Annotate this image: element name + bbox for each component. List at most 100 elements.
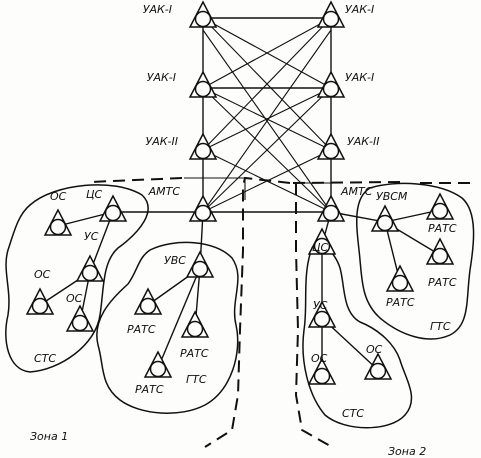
node-label-amts_l: АМТС bbox=[148, 185, 181, 198]
node-circle-icon bbox=[31, 297, 49, 315]
node-os_z1a bbox=[43, 208, 73, 236]
node-uvs_z1 bbox=[185, 250, 215, 278]
node-rats_z1b bbox=[180, 310, 210, 338]
node-label-uak2_r: УАК-ІІ bbox=[347, 135, 380, 148]
node-circle-icon bbox=[369, 362, 387, 380]
zone1-label: Зона 1 bbox=[30, 430, 68, 443]
node-uak1_top_r bbox=[316, 0, 346, 28]
node-circle-icon bbox=[431, 202, 449, 220]
link-x12 bbox=[202, 87, 332, 151]
node-circle-icon bbox=[191, 260, 209, 278]
node-uak1_mid_l bbox=[188, 70, 218, 98]
link-x8 bbox=[202, 149, 332, 213]
node-amts_r bbox=[316, 194, 346, 222]
link-x10 bbox=[202, 29, 332, 213]
node-circle-icon bbox=[313, 367, 331, 385]
node-label-os_z2b: ОС bbox=[366, 343, 383, 356]
node-us_z2 bbox=[307, 300, 337, 328]
node-label-rats_z1c: РАТС bbox=[135, 383, 164, 396]
node-labels: УАК-І УАК-І УАК-І УАК-І УАК-ІІ УАК-ІІ АМТС АМТС… bbox=[34, 3, 457, 396]
node-circle-icon bbox=[194, 142, 212, 160]
node-circle-icon bbox=[313, 310, 331, 328]
zone2-label: Зона 2 bbox=[388, 445, 426, 458]
node-label-os_z1a: ОС bbox=[50, 190, 67, 203]
node-circle-icon bbox=[194, 204, 212, 222]
sts-zone2-label: СТС bbox=[342, 407, 364, 420]
gts-zone1-label: ГТС bbox=[186, 373, 207, 386]
node-label-rats_z1b: РАТС bbox=[180, 347, 209, 360]
node-uak1_top_l bbox=[188, 0, 218, 28]
node-rats_z2b bbox=[425, 237, 455, 265]
node-label-uak1_top_r: УАК-І bbox=[345, 3, 374, 16]
sts-zone2-outline bbox=[302, 243, 413, 429]
gts-zone1-outline bbox=[96, 241, 239, 414]
node-os_z2a bbox=[307, 357, 337, 385]
node-circle-icon bbox=[71, 314, 89, 332]
node-os_z2b bbox=[363, 352, 393, 380]
node-label-amts_r: АМТС bbox=[340, 185, 373, 198]
node-label-os_z1c: ОС bbox=[66, 292, 83, 305]
node-circle-icon bbox=[49, 218, 67, 236]
gts-zone2-label: ГТС bbox=[430, 320, 451, 333]
node-circle-icon bbox=[186, 320, 204, 338]
node-label-uak1_top_l: УАК-І bbox=[143, 3, 172, 16]
node-circle-icon bbox=[194, 10, 212, 28]
node-os_z1b bbox=[25, 287, 55, 315]
node-label-cs_z2: ЦС bbox=[312, 241, 329, 254]
node-label-us_z2: УС bbox=[313, 299, 328, 312]
gts-zone2-outline bbox=[356, 182, 475, 340]
node-rats_z2c bbox=[385, 264, 415, 292]
node-rats_z1a bbox=[133, 287, 163, 315]
node-circle-icon bbox=[139, 297, 157, 315]
node-amts_l bbox=[188, 194, 218, 222]
node-label-uvs_z1: УВС bbox=[164, 254, 186, 267]
node-circle-icon bbox=[81, 264, 99, 282]
node-label-uak1_mid_l: УАК-І bbox=[147, 71, 176, 84]
node-circle-icon bbox=[322, 204, 340, 222]
node-us_z1 bbox=[75, 254, 105, 282]
links bbox=[39, 17, 441, 375]
link-x6 bbox=[202, 87, 332, 213]
zone-boundaries bbox=[89, 176, 470, 448]
node-cs_z2 bbox=[307, 227, 337, 255]
nodes-layer: УАК-І УАК-І УАК-І УАК-І УАК-ІІ УАК-ІІ АМТС АМТС… bbox=[25, 0, 457, 396]
node-label-rats_z2c: РАТС bbox=[386, 296, 415, 309]
node-circle-icon bbox=[149, 360, 167, 378]
link-x4 bbox=[202, 17, 332, 151]
group-labels: СТС ГТС ГТС СТС bbox=[34, 320, 451, 420]
node-uvsm_z2 bbox=[370, 204, 400, 232]
node-label-rats_z2a: РАТС bbox=[428, 222, 457, 235]
node-label-rats_z1a: РАТС bbox=[127, 323, 156, 336]
node-label-cs_z1: ЦС bbox=[86, 188, 103, 201]
zone2-boundary bbox=[294, 183, 333, 448]
node-label-uak1_mid_r: УАК-І bbox=[345, 71, 374, 84]
link-x2 bbox=[202, 17, 332, 89]
node-label-os_z1b: ОС bbox=[34, 268, 51, 281]
node-label-rats_z2b: РАТС bbox=[428, 276, 457, 289]
node-cs_z1 bbox=[98, 194, 128, 222]
sts-zone1-outline bbox=[5, 184, 149, 373]
node-circle-icon bbox=[376, 214, 394, 232]
zone1-boundary-left bbox=[89, 177, 183, 183]
node-circle-icon bbox=[322, 80, 340, 98]
node-label-os_z2a: ОС bbox=[311, 352, 328, 365]
node-rats_z2a bbox=[425, 192, 455, 220]
group-outlines bbox=[5, 182, 475, 429]
node-circle-icon bbox=[322, 10, 340, 28]
node-label-uak2_l: УАК-ІІ bbox=[146, 135, 179, 148]
node-label-uvsm_z2: УВСМ bbox=[376, 190, 408, 203]
node-os_z1c bbox=[65, 304, 95, 332]
node-circle-icon bbox=[313, 237, 331, 255]
node-rats_z1c bbox=[143, 350, 173, 378]
node-circle-icon bbox=[431, 247, 449, 265]
node-circle-icon bbox=[391, 274, 409, 292]
node-circle-icon bbox=[194, 80, 212, 98]
link-uvs-rats3-z1 bbox=[157, 267, 201, 369]
node-label-us_z1: УС bbox=[84, 230, 99, 243]
node-uak2_l bbox=[188, 132, 218, 160]
sts-zone1-label: СТС bbox=[34, 352, 56, 365]
node-uak2_r bbox=[316, 132, 346, 160]
node-uak1_mid_r bbox=[316, 70, 346, 98]
